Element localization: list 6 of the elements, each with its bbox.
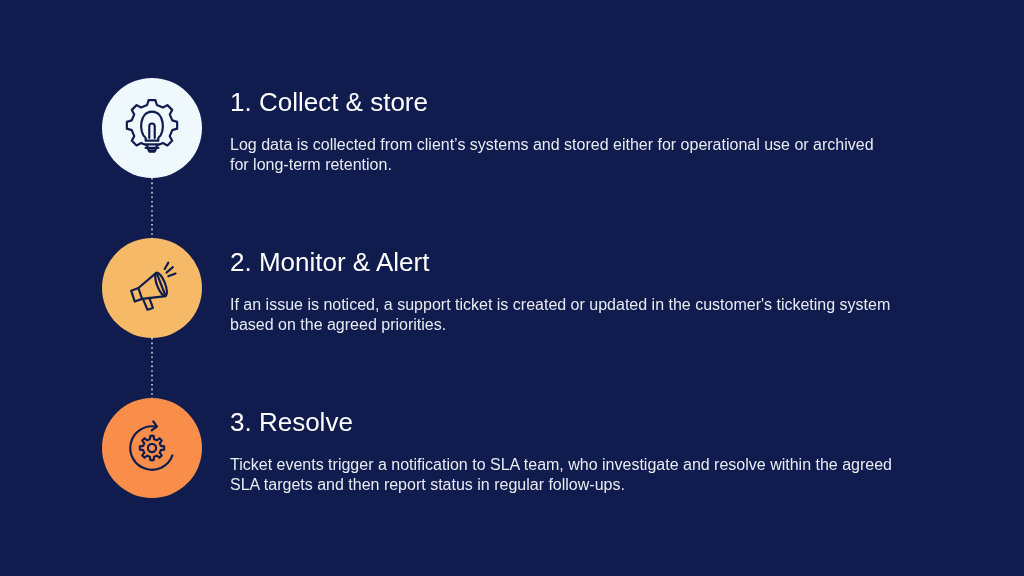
step-description: If an issue is noticed, a support ticket is created or updated in the customer's ticketing system based on the agreed priorities. — [230, 295, 892, 335]
step-description: Ticket events trigger a notification to SLA team, who investigate and resolve within the agreed SLA targets and then report status in regular follow-ups. — [230, 455, 893, 495]
step-heading: 1. Collect & store — [230, 86, 428, 118]
step-heading: 3. Resolve — [230, 406, 353, 438]
step-heading: 2. Monitor & Alert — [230, 246, 430, 278]
step-description: Log data is collected from client’s systems and stored either for operational use or archived for long-term retention. — [230, 135, 875, 175]
